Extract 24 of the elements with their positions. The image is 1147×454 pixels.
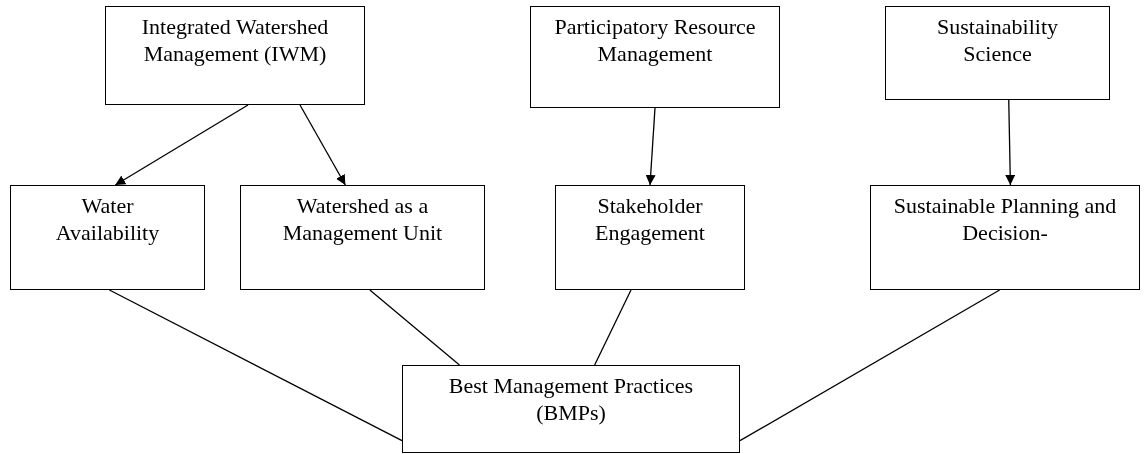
text-box	[402, 365, 740, 453]
box-label: Stakeholder Engagement	[594, 192, 706, 246]
arrow	[645, 107, 656, 186]
connector-line	[739, 289, 1001, 442]
arrow	[1005, 99, 1016, 186]
box-label: Water Availability	[54, 192, 161, 246]
text-box	[240, 185, 485, 290]
box-label: Watershed as a Management Unit	[281, 192, 444, 246]
box-label: Participatory Resource Management	[553, 13, 757, 67]
connector-line	[369, 289, 461, 366]
arrow	[114, 104, 249, 186]
box-label: Sustainability Science	[936, 13, 1059, 67]
text-box	[555, 185, 745, 290]
text-box	[105, 6, 365, 105]
text-box	[870, 185, 1140, 290]
connector-line	[594, 289, 632, 366]
text-box	[10, 185, 205, 290]
text-box	[530, 6, 780, 108]
box-label: Integrated Watershed Management (IWM)	[140, 13, 330, 67]
connector-line	[108, 289, 403, 442]
box-label: Sustainable Planning and Decision-	[892, 192, 1118, 246]
text-box	[885, 6, 1110, 100]
arrow	[299, 104, 346, 186]
box-label: Best Management Practices (BMPs)	[447, 372, 695, 426]
